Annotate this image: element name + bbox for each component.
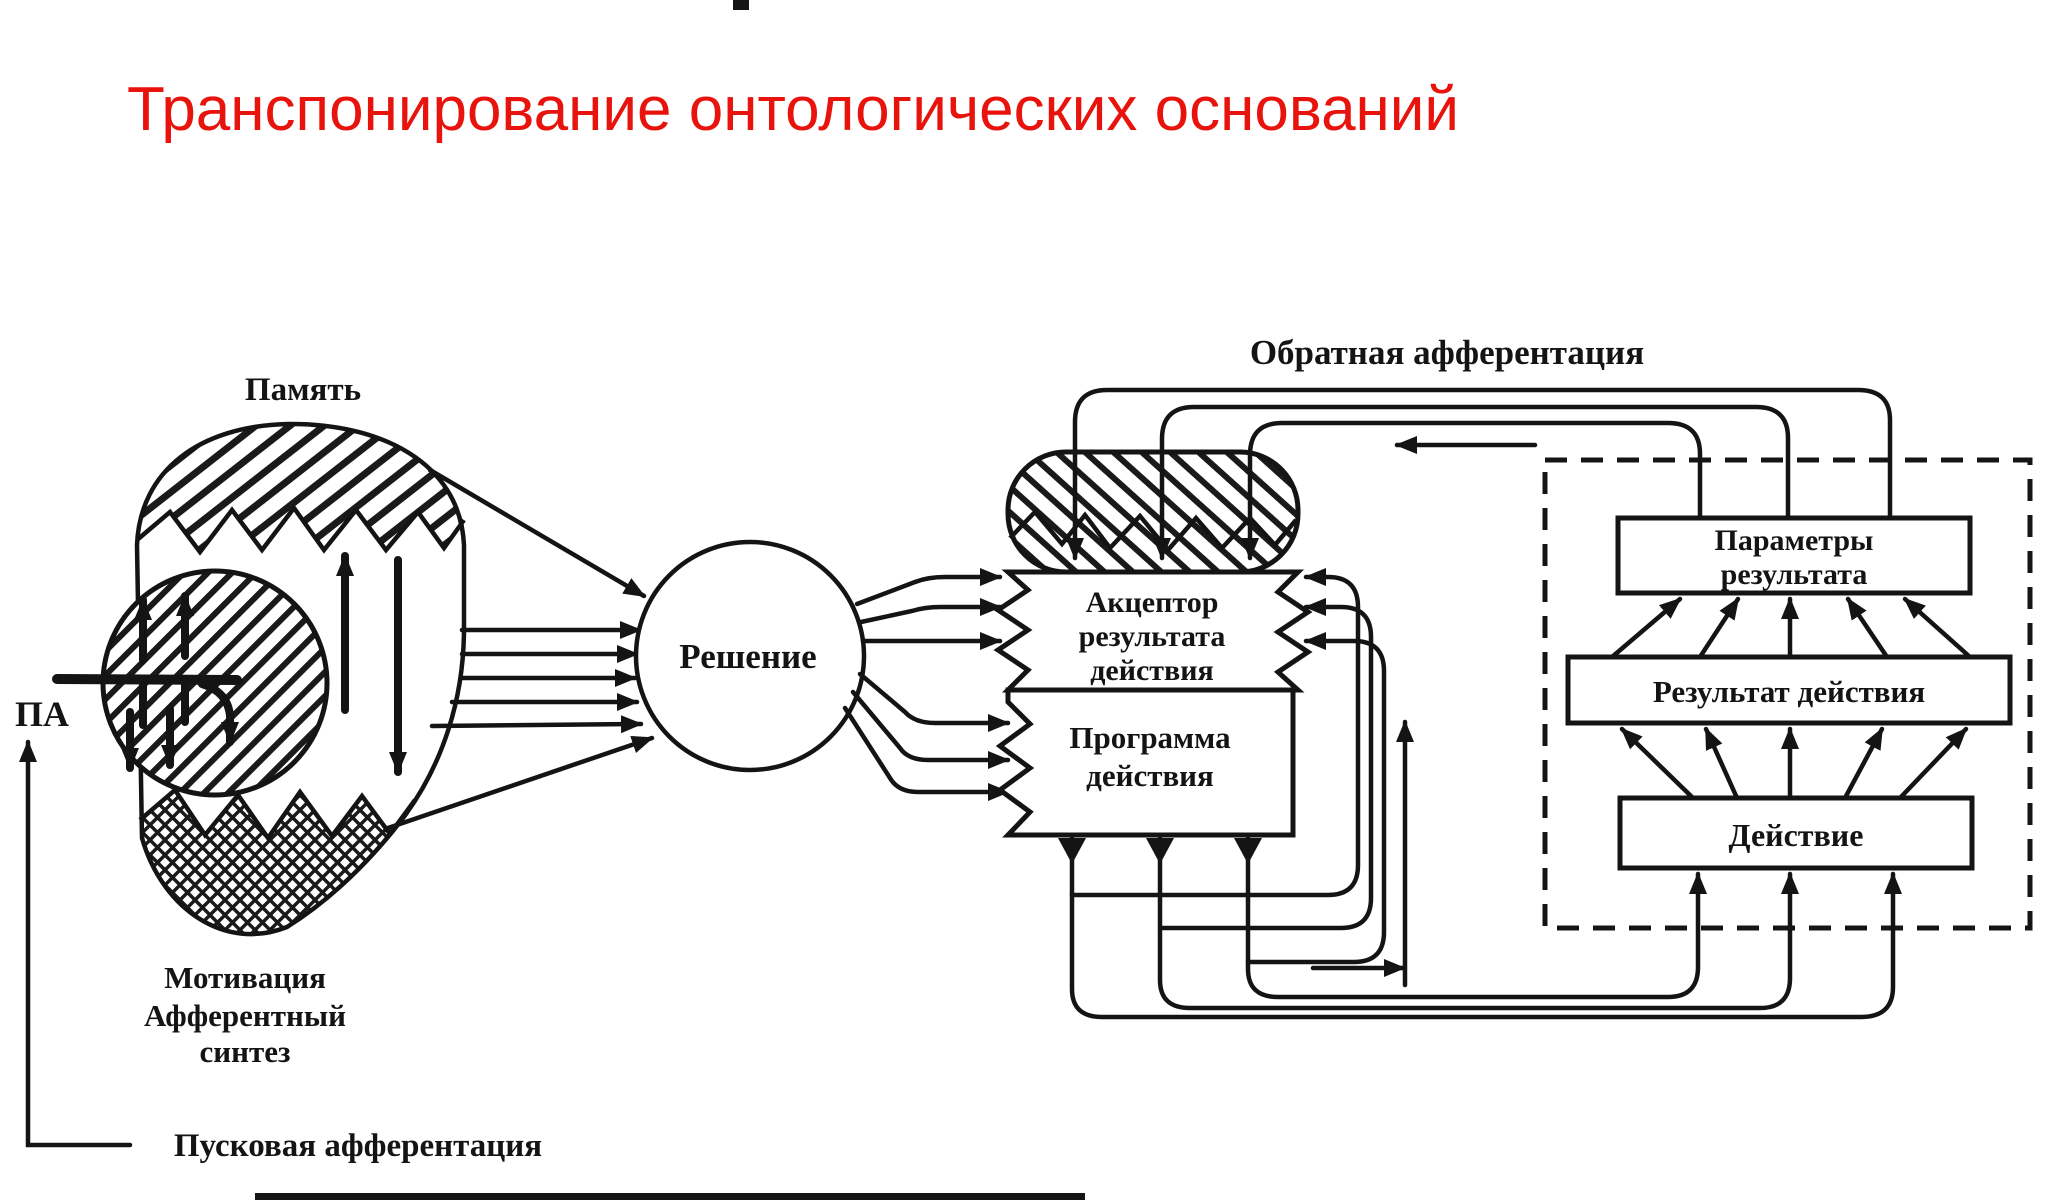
program-to-action-line: [1069, 835, 1902, 1020]
to-program-arrow: [842, 705, 1011, 801]
acceptor-program-block: [993, 449, 1313, 864]
decision-output-fan: [842, 568, 1011, 801]
fan-arrow: [427, 467, 647, 599]
to-program-arrow: [850, 689, 1011, 769]
result-frame-block: [1542, 457, 2033, 931]
acceptor-box: [993, 569, 1313, 693]
afferent-synthesis-complex: [52, 421, 467, 937]
to-acceptor-arrow: [854, 568, 1003, 607]
motivation-label: Мотивация Афферентный синтез: [144, 960, 346, 1069]
result-box: [1565, 654, 2013, 726]
motivation-zigzag: [138, 786, 417, 842]
trigger-riser-line: [19, 739, 133, 1148]
result-to-params-arrow: [1845, 596, 1890, 660]
params-label-line2: результата: [1721, 558, 1868, 591]
fan-arrow: [385, 735, 655, 831]
to-acceptor-arrow: [858, 598, 1003, 625]
program-label-line1: Программа: [1069, 720, 1231, 755]
feedback-label: Обратная афферентация: [1250, 333, 1644, 372]
memory-zigzag: [135, 504, 466, 556]
scan-mark-top: [733, 0, 749, 10]
acceptor-loopback-lines: [1069, 568, 1414, 988]
efferent-lines: [1069, 835, 1902, 1020]
motivation-label-line1: Мотивация: [164, 960, 326, 995]
blob-outline: [134, 421, 467, 937]
fan-arrow: [429, 715, 644, 734]
program-box: [995, 687, 1296, 838]
page-title: Транспонирование онтологических основани…: [127, 75, 1459, 144]
acceptor-label-line2: результата: [1079, 620, 1226, 653]
loopback-line: [1069, 568, 1361, 898]
feedback-line-outer: [1066, 387, 1893, 561]
result-to-params-arrow: [1609, 596, 1683, 660]
action-to-result-arrow: [1703, 726, 1740, 801]
loopback-line: [1245, 632, 1387, 965]
action-to-result-arrow: [1619, 726, 1696, 801]
result-to-params-arrow: [1697, 596, 1741, 660]
acceptor-capsule-hatch: [1005, 449, 1301, 575]
motivation-label-line3: синтез: [200, 1034, 291, 1069]
params-label: Параметры результата: [1715, 524, 1874, 591]
scan-mark-bottom: [255, 1193, 1085, 1200]
reverse-afferentation-lines: [1066, 387, 1893, 561]
acceptor-label: Акцептор результата действия: [1079, 586, 1226, 687]
synthesis-to-decision-fan: [385, 467, 655, 831]
params-label-line1: Параметры: [1715, 524, 1874, 557]
decision-circle: [633, 539, 867, 773]
pa-branch-arrow: [198, 680, 239, 746]
capsule-zigzag: [1008, 508, 1298, 554]
loopback-line: [1157, 598, 1374, 931]
action-to-result-arrow: [1842, 726, 1885, 801]
feedback-line-middle: [1153, 404, 1791, 561]
program-to-action-line: [1245, 835, 1707, 1000]
dashed-result-frame: [1542, 457, 2033, 931]
program-label: Программа действия: [1069, 720, 1231, 793]
to-program-arrow: [857, 671, 1011, 732]
motivation-label-line2: Афферентный: [144, 998, 346, 1033]
pa-input-line: [52, 674, 242, 685]
program-to-action-line: [1157, 835, 1799, 1011]
action-label: Действие: [1729, 817, 1864, 853]
pa-label: ПА: [15, 694, 69, 734]
decision-label: Решение: [679, 637, 816, 676]
memory-dome-hatch: [137, 423, 464, 552]
memory-label: Память: [245, 372, 361, 408]
acceptor-label-line3: действия: [1090, 654, 1214, 687]
motivation-bowl-hatch: [140, 790, 415, 935]
params-box: [1615, 515, 1973, 596]
trigger-label: Пусковая афферентация: [174, 1128, 542, 1164]
acceptor-label-line1: Акцептор: [1086, 586, 1219, 619]
action-box: [1617, 795, 1975, 871]
result-label: Результат действия: [1653, 674, 1925, 709]
action-to-result-arrow: [1897, 726, 1969, 801]
feedback-line-inner: [1241, 420, 1703, 561]
result-to-params-arrow: [1902, 596, 1973, 660]
program-label-line2: действия: [1086, 758, 1214, 793]
